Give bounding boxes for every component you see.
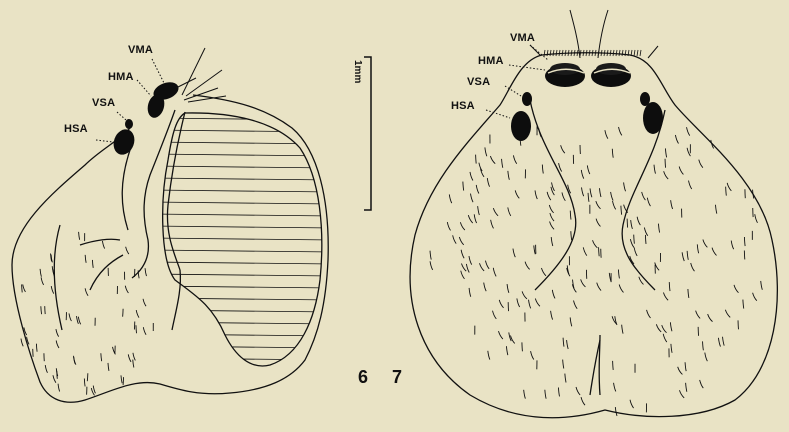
figure-6-vsa-eye — [125, 119, 133, 129]
figure-6-inner-curve-b — [80, 239, 120, 245]
figure-7-vsa-eye-left — [522, 92, 532, 106]
figure-6-fovea — [90, 255, 123, 290]
figure-6-outline — [12, 95, 328, 402]
figure-7-setae — [530, 10, 658, 58]
figure-6-lower-line — [172, 270, 180, 330]
figure-6-label-hsa: HSA — [64, 124, 88, 135]
figure-7-median-fold-b — [590, 340, 600, 395]
figure-6-ridge-a — [132, 110, 175, 278]
figure-6-hairs — [21, 232, 153, 396]
figure-6-inner-curve — [54, 225, 62, 330]
figure-7-label-hma: HMA — [478, 56, 504, 67]
figure-7-label-vsa: VSA — [467, 77, 490, 88]
figure-6-carapace — [12, 95, 328, 402]
figure-7-label-hsa: HSA — [451, 101, 475, 112]
figure-6-label-vsa: VSA — [92, 98, 115, 109]
figure-6-label-vma: VMA — [128, 45, 153, 56]
figure-6-margin-fold — [122, 150, 130, 230]
figure-7-hsa-eye-right — [643, 102, 663, 134]
figure-7-number: 7 — [392, 368, 402, 386]
figure-7-hsa-eye-left — [511, 111, 531, 141]
figure-7-label-vma: VMA — [510, 33, 535, 44]
figure-6-hsa-eye — [110, 126, 138, 157]
figure-6-number: 6 — [358, 368, 368, 386]
figure-6-label-hma: HMA — [108, 72, 134, 83]
figure-6-setae — [176, 48, 226, 102]
figure-7-cephalic-right — [622, 110, 665, 290]
scale-bar — [364, 57, 371, 210]
figure-6-ridge-b — [167, 112, 185, 270]
figure-7-eyes — [511, 63, 663, 141]
scale-bar-label: 1mm — [352, 60, 362, 83]
figure-7-hairs — [430, 126, 762, 416]
